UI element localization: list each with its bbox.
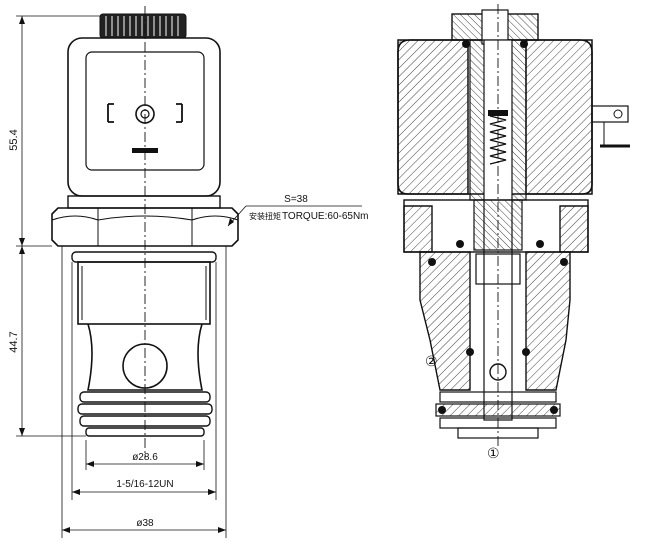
coil-section xyxy=(397,39,469,195)
vertical-dimensions xyxy=(16,15,100,437)
terminal-connector xyxy=(591,105,630,148)
horizontal-dimensions xyxy=(61,246,227,538)
seat-diameter-label: ø28.6 xyxy=(132,452,158,463)
lower-height-label: 44.7 xyxy=(8,331,20,352)
port-2-label: ② xyxy=(425,353,438,369)
external-view: 55.4 44.7 ø28.6 1-5/16-12UN ø38 S=38 xyxy=(8,6,369,538)
port-1-label: ① xyxy=(487,445,500,461)
wrench-size-label: S=38 xyxy=(284,194,308,205)
upper-height-label: 55.4 xyxy=(8,129,20,150)
knurled-nut xyxy=(99,13,187,39)
thread-spec-label: 1-5/16-12UN xyxy=(116,479,173,490)
threaded-body xyxy=(71,251,217,437)
body-diameter-label: ø38 xyxy=(136,518,154,529)
torque-leader xyxy=(227,205,362,227)
coil-housing xyxy=(67,37,221,209)
torque-cn-label: 安装扭矩 xyxy=(249,211,281,221)
torque-label: TORQUE:60-65Nm xyxy=(282,211,369,222)
section-view: ① ② xyxy=(397,4,630,461)
